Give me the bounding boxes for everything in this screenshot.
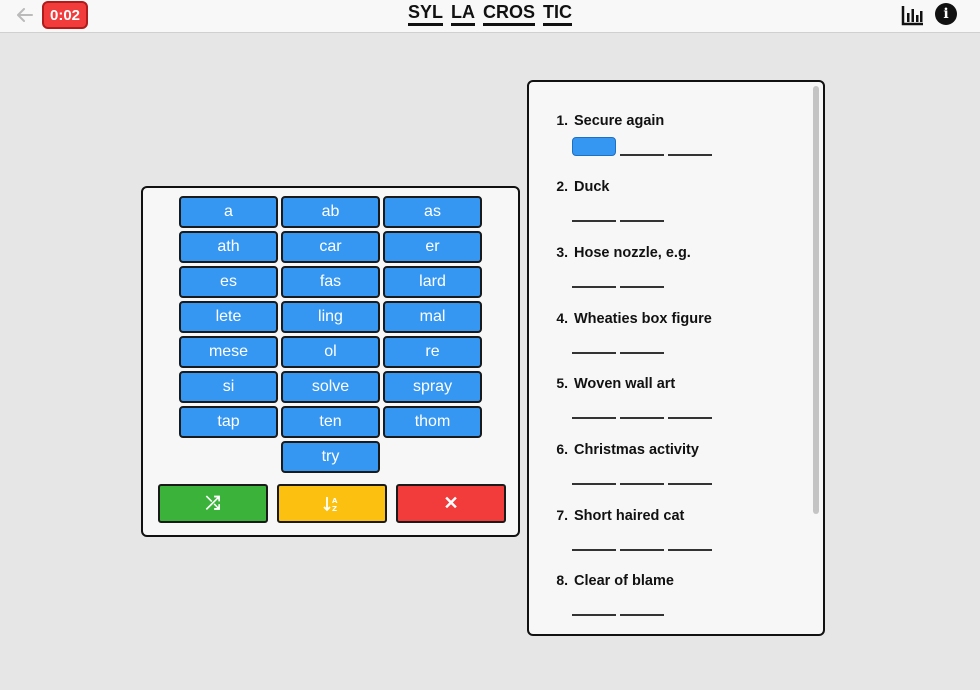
syllable-tile[interactable]: spray xyxy=(383,371,482,403)
clue-item: 7. Short haired cat xyxy=(555,507,805,573)
back-arrow-icon[interactable] xyxy=(14,4,36,26)
sort-icon: AZ xyxy=(323,496,338,513)
title-syllable: CROS xyxy=(483,3,536,26)
answer-slot[interactable] xyxy=(620,466,664,485)
answer-slot[interactable] xyxy=(620,532,664,551)
clue-item: 3. Hose nozzle, e.g. xyxy=(555,244,805,310)
tile-grid: a ab as ath car er es fas lard lete ling… xyxy=(179,196,485,473)
answer-slot[interactable] xyxy=(572,269,616,288)
syllable-tile[interactable]: er xyxy=(383,231,482,263)
syllable-tile[interactable]: ling xyxy=(281,301,380,333)
answer-slot[interactable] xyxy=(572,400,616,419)
answer-slot[interactable] xyxy=(620,269,664,288)
syllable-tile[interactable]: si xyxy=(179,371,278,403)
answer-slot[interactable] xyxy=(620,597,664,616)
clue-number: 2. xyxy=(556,178,568,194)
clue-item: 5. Woven wall art xyxy=(555,375,805,441)
clue-text: Secure again xyxy=(574,113,665,129)
clue-item: 8. Clear of blame xyxy=(555,572,805,634)
syllable-tile[interactable]: ath xyxy=(179,231,278,263)
answer-slot[interactable] xyxy=(620,203,664,222)
clue-text: Christmas activity xyxy=(574,442,699,458)
answer-slot[interactable] xyxy=(620,335,664,354)
syllable-tile[interactable]: tap xyxy=(179,406,278,438)
answer-slot[interactable] xyxy=(572,203,616,222)
close-icon: ✕ xyxy=(443,493,459,513)
syllable-tile[interactable]: lard xyxy=(383,266,482,298)
clue-number: 1. xyxy=(556,112,568,128)
clue-text: Hose nozzle, e.g. xyxy=(574,245,691,261)
answer-slot[interactable] xyxy=(668,137,712,156)
syllable-tile[interactable]: solve xyxy=(281,371,380,403)
syllable-tile[interactable]: mese xyxy=(179,336,278,368)
timer-badge: 0:02 xyxy=(42,1,88,29)
clue-list-panel[interactable]: 1. Secure again 2. Duck 3. Hose nozzle, … xyxy=(527,80,825,636)
syllable-tile[interactable]: try xyxy=(281,441,380,473)
clue-number: 6. xyxy=(556,441,568,457)
clue-list-scrollbar[interactable] xyxy=(813,86,819,514)
syllable-tile[interactable]: fas xyxy=(281,266,380,298)
syllable-tile[interactable]: as xyxy=(383,196,482,228)
syllable-tile[interactable]: lete xyxy=(179,301,278,333)
answer-slot-active[interactable] xyxy=(572,137,616,156)
clue-number: 4. xyxy=(556,310,568,326)
clue-number: 8. xyxy=(556,572,568,588)
answer-slot[interactable] xyxy=(668,532,712,551)
syllable-tile[interactable]: mal xyxy=(383,301,482,333)
syllable-tile[interactable]: es xyxy=(179,266,278,298)
answer-slot[interactable] xyxy=(572,597,616,616)
clue-item: 6. Christmas activity xyxy=(555,441,805,507)
top-bar: 0:02 SYL LA CROS TIC i xyxy=(0,0,980,33)
answer-slot[interactable] xyxy=(572,466,616,485)
clue-text: Woven wall art xyxy=(574,376,676,392)
syllable-tile[interactable]: car xyxy=(281,231,380,263)
title-syllable: TIC xyxy=(543,3,573,26)
svg-text:A: A xyxy=(332,497,338,505)
title-syllable: SYL xyxy=(407,3,443,26)
stats-chart-icon[interactable] xyxy=(901,4,925,26)
clue-number: 5. xyxy=(556,375,568,391)
answer-slot[interactable] xyxy=(620,400,664,419)
title-syllable: LA xyxy=(451,3,475,26)
syllable-tile[interactable]: re xyxy=(383,336,482,368)
shuffle-icon: ⤮ xyxy=(205,493,221,513)
clear-button[interactable]: ✕ xyxy=(396,484,506,523)
answer-slot[interactable] xyxy=(668,466,712,485)
clue-text: Clear of blame xyxy=(574,573,674,589)
clue-item: 4. Wheaties box figure xyxy=(555,310,805,376)
answer-slot[interactable] xyxy=(668,400,712,419)
syllable-tile-panel: a ab as ath car er es fas lard lete ling… xyxy=(141,186,520,537)
info-icon[interactable]: i xyxy=(935,3,957,25)
shuffle-button[interactable]: ⤮ xyxy=(158,484,268,523)
syllable-tile[interactable]: a xyxy=(179,196,278,228)
syllable-tile[interactable]: ol xyxy=(281,336,380,368)
clue-number: 7. xyxy=(556,507,568,523)
syllable-tile[interactable]: ab xyxy=(281,196,380,228)
clue-item: 1. Secure again xyxy=(555,112,805,178)
answer-slot[interactable] xyxy=(572,335,616,354)
clue-number: 3. xyxy=(556,244,568,260)
svg-text:Z: Z xyxy=(332,505,337,513)
syllable-tile[interactable]: ten xyxy=(281,406,380,438)
answer-slot[interactable] xyxy=(572,532,616,551)
clue-text: Short haired cat xyxy=(574,508,685,524)
game-title: SYL LA CROS TIC xyxy=(0,3,980,26)
clue-text: Duck xyxy=(574,179,610,195)
syllable-tile[interactable]: thom xyxy=(383,406,482,438)
clue-item: 2. Duck xyxy=(555,178,805,244)
answer-slot[interactable] xyxy=(620,137,664,156)
clue-text: Wheaties box figure xyxy=(574,311,712,327)
